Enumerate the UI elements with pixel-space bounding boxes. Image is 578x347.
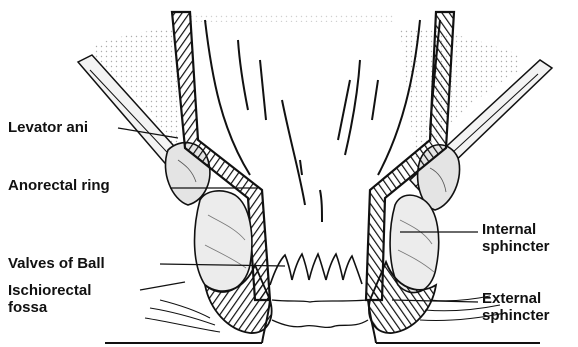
internal-sphincter-left <box>195 191 252 292</box>
label-internal-sphincter: Internal sphincter <box>482 221 574 255</box>
anal-canal-lining <box>272 300 368 327</box>
label-ischiorectal-fossa: Ischiorectal fossa <box>8 282 104 316</box>
label-anorectal-ring: Anorectal ring <box>8 177 110 194</box>
ischiorectal-fossa-lines-left <box>145 300 220 332</box>
valves-of-ball <box>270 254 362 285</box>
leader-ischiorectal-fossa <box>140 282 185 290</box>
perineal-skin-line <box>105 300 540 343</box>
label-valves-of-ball: Valves of Ball <box>8 255 105 272</box>
label-external-sphincter: External sphincter <box>482 290 574 324</box>
label-levator-ani: Levator ani <box>8 119 88 136</box>
internal-sphincter-right <box>390 195 439 292</box>
